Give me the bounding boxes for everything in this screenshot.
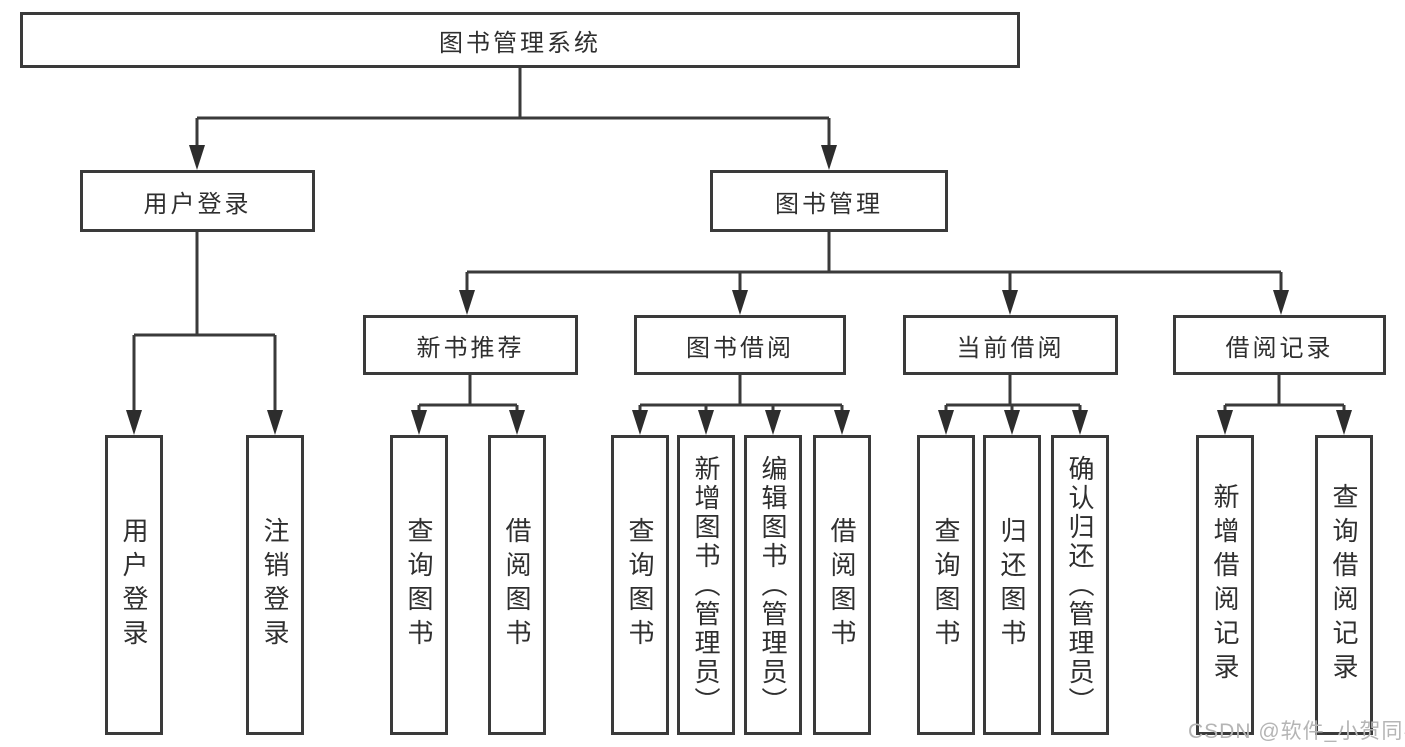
leaf-borrow-books-recommend: 借阅图书 — [488, 435, 546, 735]
leaf-label: 借阅图书 — [827, 517, 857, 653]
leaf-label: 查询图书 — [931, 517, 961, 653]
node-current-borrowing: 当前借阅 — [903, 315, 1118, 375]
leaf-return-books: 归还图书 — [983, 435, 1041, 735]
leaf-query-books-current: 查询图书 — [917, 435, 975, 735]
node-new-book-recommendation: 新书推荐 — [363, 315, 578, 375]
csdn-watermark: CSDN @软件_小贺同学 — [1188, 720, 1405, 743]
leaf-query-books-borrowing: 查询图书 — [611, 435, 669, 735]
leaf-logout: 注销登录 — [246, 435, 304, 735]
leaf-add-borrow-record: 新增借阅记录 — [1196, 435, 1254, 735]
leaf-label: 新增图书（管理员） — [691, 454, 721, 716]
leaf-edit-books-admin: 编辑图书（管理员） — [744, 435, 802, 735]
leaf-user-login: 用户登录 — [105, 435, 163, 735]
leaf-label: 借阅图书 — [502, 517, 532, 653]
leaf-add-books-admin: 新增图书（管理员） — [677, 435, 735, 735]
leaf-confirm-return-admin: 确认归还（管理员） — [1051, 435, 1109, 735]
leaf-label: 新增借阅记录 — [1210, 483, 1240, 687]
leaf-label: 查询图书 — [625, 517, 655, 653]
leaf-label: 确认归还（管理员） — [1065, 454, 1095, 716]
node-borrowing-records: 借阅记录 — [1173, 315, 1386, 375]
leaf-label: 查询图书 — [404, 517, 434, 653]
leaf-label: 注销登录 — [260, 517, 290, 653]
node-book-borrowing: 图书借阅 — [634, 315, 846, 375]
leaf-label: 归还图书 — [997, 517, 1027, 653]
leaf-query-books-recommend: 查询图书 — [390, 435, 448, 735]
leaf-label: 编辑图书（管理员） — [758, 454, 788, 716]
leaf-query-borrow-record: 查询借阅记录 — [1315, 435, 1373, 735]
node-user-login: 用户登录 — [80, 170, 315, 232]
leaf-label: 用户登录 — [119, 517, 149, 653]
node-book-management: 图书管理 — [710, 170, 948, 232]
node-library-management-system: 图书管理系统 — [20, 12, 1020, 68]
leaf-label: 查询借阅记录 — [1329, 483, 1359, 687]
leaf-borrow-books-borrowing: 借阅图书 — [813, 435, 871, 735]
